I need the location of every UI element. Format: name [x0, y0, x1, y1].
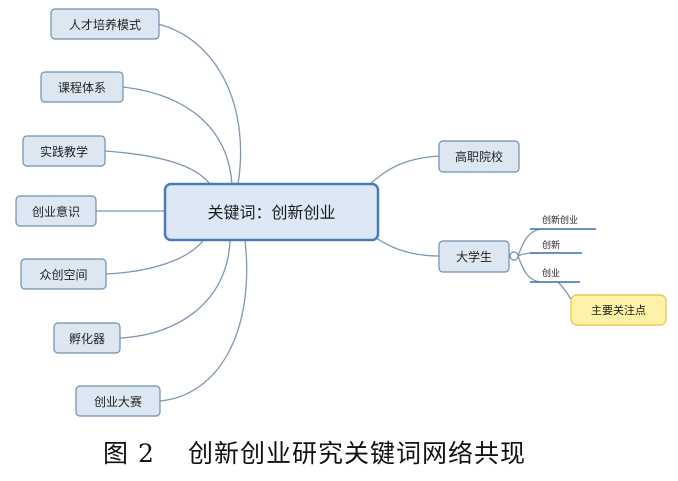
left-node-7: 创业大赛	[75, 385, 161, 417]
central-topic: 关键词：创新创业	[163, 182, 380, 242]
left-node-label: 人才培养模式	[69, 17, 141, 32]
left-node-label: 众创空间	[39, 268, 87, 282]
link-left-5	[105, 237, 206, 275]
callout-note: 主要关注点	[570, 294, 667, 326]
subtopic-1: 创新创业	[530, 214, 596, 230]
subtopic-3: 创业	[530, 267, 580, 283]
callout-box	[570, 294, 667, 326]
link-left-7	[159, 239, 248, 402]
left-node-5: 众创空间	[20, 258, 107, 290]
left-node-box	[50, 8, 160, 40]
left-node-box	[40, 71, 124, 103]
link-left-3	[104, 150, 211, 185]
collapse-toggle-icon[interactable]	[509, 251, 519, 261]
right-node-box	[438, 240, 510, 273]
left-node-2: 课程体系	[40, 71, 124, 103]
figure-caption: 图 2 创新创业研究关键词网络共现	[103, 439, 526, 468]
left-node-label: 实践教学	[40, 144, 88, 159]
left-node-3: 实践教学	[22, 135, 106, 167]
right-node-label: 高职院校	[455, 149, 503, 164]
left-node-label: 创业意识	[32, 204, 80, 219]
link-left-2	[122, 86, 233, 185]
link-sub-1	[517, 228, 541, 257]
left-node-label: 课程体系	[58, 80, 106, 95]
right-node-box	[438, 140, 520, 173]
right-node-1: 高职院校	[438, 140, 520, 173]
figure-number: 图 2	[103, 439, 155, 468]
central-topic-label: 关键词：创新创业	[207, 203, 335, 222]
left-connectors	[96, 23, 248, 402]
link-sub-3	[517, 255, 541, 283]
callout-label: 主要关注点	[591, 303, 646, 317]
left-node-1: 人才培养模式	[50, 8, 160, 40]
link-left-6	[119, 239, 231, 339]
left-node-box	[75, 385, 161, 417]
left-node-label: 孵化器	[69, 332, 105, 346]
link-left-1	[157, 23, 242, 185]
central-topic-box	[163, 182, 380, 242]
left-node-box	[20, 258, 107, 290]
subtopic-label: 创业	[542, 267, 560, 279]
subtopic-label: 创新创业	[542, 214, 578, 226]
right-node-2: 大学生	[438, 240, 519, 273]
left-node-box	[15, 195, 97, 227]
right-node-label: 大学生	[456, 249, 492, 264]
link-right-1	[367, 155, 440, 187]
left-node-4: 创业意识	[15, 195, 97, 227]
subtopic-label: 创新	[542, 239, 560, 251]
left-node-box	[53, 322, 121, 354]
subtopic-2: 创新	[530, 239, 582, 254]
left-node-6: 孵化器	[53, 322, 121, 354]
left-node-label: 创业大赛	[94, 394, 142, 409]
left-node-box	[22, 135, 106, 167]
figure-title: 创新创业研究关键词网络共现	[188, 439, 526, 468]
